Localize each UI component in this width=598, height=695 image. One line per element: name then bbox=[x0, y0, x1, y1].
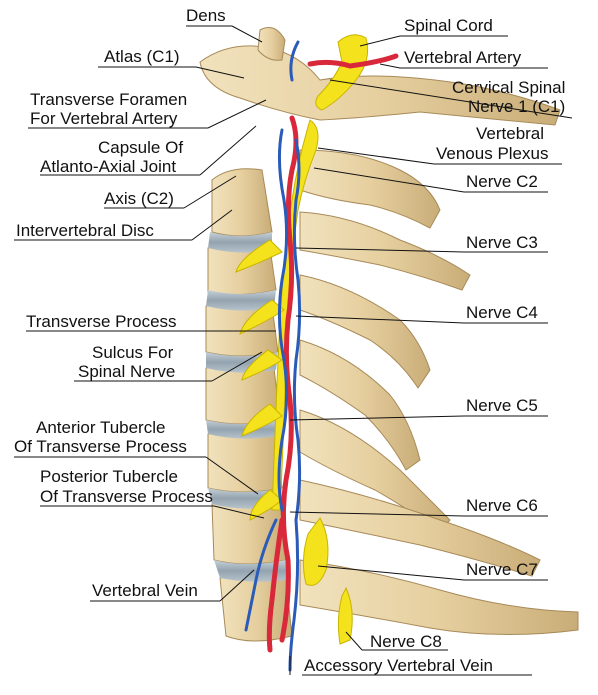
label-capsule-line2: Atlanto-Axial Joint bbox=[40, 157, 177, 176]
label-sulcus-line1: Sulcus For bbox=[92, 343, 174, 362]
label-dens: Dens bbox=[186, 6, 226, 25]
label-anterior-tubercle-line2: Of Transverse Process bbox=[14, 437, 187, 456]
label-nerve-c8: Nerve C8 bbox=[370, 632, 442, 651]
label-transverse-process: Transverse Process bbox=[26, 312, 177, 331]
label-nerve-c4: Nerve C4 bbox=[466, 303, 538, 322]
label-transverse-foramen-line1: Transverse Foramen bbox=[30, 90, 188, 109]
spinal-cord-and-nerves bbox=[235, 34, 369, 645]
label-intervertebral-disc: Intervertebral Disc bbox=[16, 221, 154, 240]
label-nerve-c7: Nerve C7 bbox=[466, 560, 538, 579]
label-axis: Axis (C2) bbox=[104, 189, 174, 208]
label-anterior-tubercle-line1: Anterior Tubercle bbox=[36, 418, 166, 437]
label-cervical-spinal-line2: Nerve 1 (C1) bbox=[468, 97, 566, 116]
label-sulcus-line2: Spinal Nerve bbox=[78, 362, 176, 381]
label-nerve-c5: Nerve C5 bbox=[466, 396, 538, 415]
label-posterior-tubercle-line2: Of Transverse Process bbox=[40, 487, 213, 506]
label-spinal-cord: Spinal Cord bbox=[404, 16, 493, 35]
label-nerve-c6: Nerve C6 bbox=[466, 496, 538, 515]
vertebral-veins bbox=[244, 40, 302, 672]
label-atlas: Atlas (C1) bbox=[104, 47, 180, 66]
label-posterior-tubercle-line1: Posterior Tubercle bbox=[40, 467, 178, 486]
label-accessory-vertebral-vein: Accessory Vertebral Vein bbox=[304, 656, 493, 675]
label-nerve-c3: Nerve C3 bbox=[466, 233, 538, 252]
label-vertebral-artery: Vertebral Artery bbox=[404, 48, 522, 67]
label-nerve-c2: Nerve C2 bbox=[466, 172, 538, 191]
label-vertebral-vein: Vertebral Vein bbox=[92, 581, 198, 600]
label-capsule-line1: Capsule Of bbox=[98, 138, 184, 157]
label-cervical-spinal-line1: Cervical Spinal bbox=[452, 78, 566, 97]
leader-lines bbox=[14, 25, 573, 676]
label-venous-plexus-line1: Vertebral bbox=[476, 124, 545, 143]
posterior-elements bbox=[199, 27, 579, 636]
vertebral-artery bbox=[279, 53, 399, 643]
label-venous-plexus-line2: Venous Plexus bbox=[436, 144, 549, 163]
label-transverse-foramen-line2: For Vertebral Artery bbox=[30, 109, 178, 128]
vertebral-artery-lower bbox=[266, 517, 285, 653]
